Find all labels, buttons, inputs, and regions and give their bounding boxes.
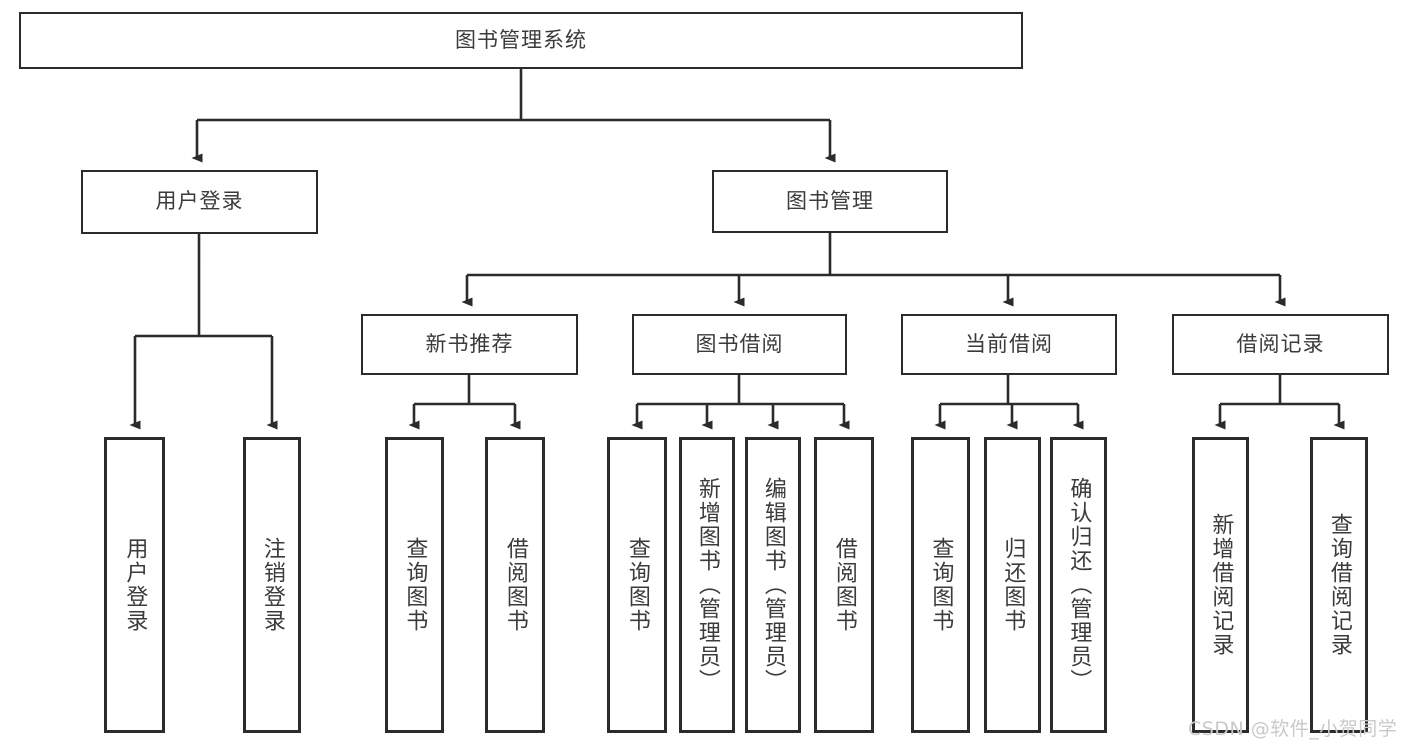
node-root[interactable]: 图书管理系统 <box>19 12 1023 69</box>
node-label: 新增图书（管理员） <box>694 477 720 693</box>
node-user-login[interactable]: 用户登录 <box>81 170 318 234</box>
node-label: 归还图书 <box>1000 537 1026 633</box>
node-new-book-recommend[interactable]: 新书推荐 <box>361 314 578 375</box>
node-label: 查询图书 <box>928 537 954 633</box>
node-label: 当前借阅 <box>965 331 1053 356</box>
node-leaf-borrow-book-2[interactable]: 借阅图书 <box>814 437 874 733</box>
node-book-borrow[interactable]: 图书借阅 <box>632 314 847 375</box>
node-current-borrow[interactable]: 当前借阅 <box>901 314 1117 375</box>
node-label: 查询借阅记录 <box>1326 513 1352 657</box>
node-label: 图书管理系统 <box>455 27 587 52</box>
node-book-manage[interactable]: 图书管理 <box>712 170 948 233</box>
node-label: 用户登录 <box>155 189 244 214</box>
node-label: 查询图书 <box>402 537 428 633</box>
node-label: 借阅记录 <box>1236 331 1325 356</box>
node-label: 编辑图书（管理员） <box>760 477 786 693</box>
node-borrow-record[interactable]: 借阅记录 <box>1172 314 1389 375</box>
node-leaf-add-book[interactable]: 新增图书（管理员） <box>679 437 735 733</box>
node-label: 确认归还（管理员） <box>1066 477 1092 693</box>
node-label: 注销登录 <box>259 537 285 633</box>
node-leaf-add-record[interactable]: 新增借阅记录 <box>1192 437 1249 733</box>
node-leaf-query-book-1[interactable]: 查询图书 <box>385 437 444 733</box>
node-leaf-query-book-3[interactable]: 查询图书 <box>911 437 970 733</box>
node-label: 新增借阅记录 <box>1208 513 1234 657</box>
watermark: CSDN @软件_小贺同学 <box>1188 718 1398 740</box>
node-label: 图书管理 <box>786 188 874 213</box>
node-label: 用户登录 <box>122 537 148 633</box>
node-label: 图书借阅 <box>695 331 784 356</box>
node-label: 查询图书 <box>624 537 650 633</box>
node-label: 借阅图书 <box>831 537 857 633</box>
node-leaf-user-login[interactable]: 用户登录 <box>104 437 165 733</box>
node-leaf-query-record[interactable]: 查询借阅记录 <box>1310 437 1368 733</box>
node-leaf-query-book-2[interactable]: 查询图书 <box>607 437 667 733</box>
node-label: 借阅图书 <box>502 537 528 633</box>
node-label: 新书推荐 <box>425 331 514 356</box>
node-leaf-confirm-return[interactable]: 确认归还（管理员） <box>1050 437 1107 733</box>
node-leaf-return-book[interactable]: 归还图书 <box>984 437 1041 733</box>
node-leaf-borrow-book-1[interactable]: 借阅图书 <box>485 437 545 733</box>
node-leaf-logout-login[interactable]: 注销登录 <box>243 437 301 733</box>
node-leaf-edit-book[interactable]: 编辑图书（管理员） <box>745 437 801 733</box>
